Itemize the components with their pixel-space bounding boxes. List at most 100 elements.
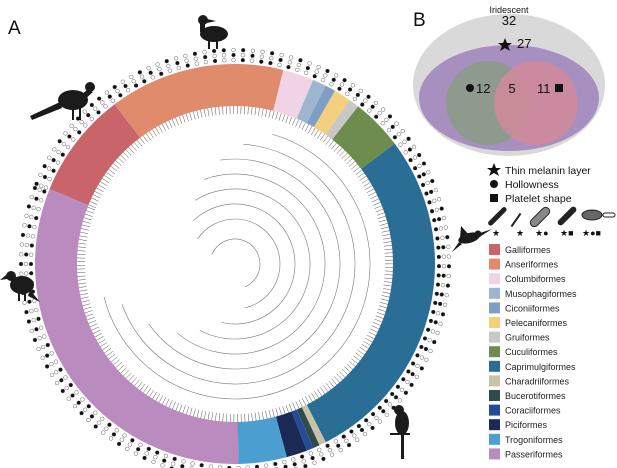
trait-marker: [108, 436, 114, 441]
trait-marker: [406, 136, 411, 141]
trait-marker: [86, 417, 91, 423]
shape-trait-star: ★: [516, 228, 524, 238]
venn-overlap-count: 5: [508, 81, 515, 96]
trait-marker: [26, 319, 31, 324]
venn-platelet-count: 11: [537, 81, 551, 96]
melanosome-cross-section-icon: [602, 212, 616, 218]
tree-branch: [195, 188, 311, 340]
trait-marker: [125, 446, 130, 452]
trait-marker: [208, 464, 213, 468]
trait-marker: [150, 75, 155, 80]
trait-marker: [231, 52, 236, 58]
trait-marker: [436, 245, 441, 250]
trait-marker: [410, 361, 416, 366]
legend-label-galliformes: Galliformes: [505, 245, 551, 255]
hummingbird-silhouette: [452, 226, 492, 252]
trait-marker: [41, 344, 46, 350]
trait-marker: [60, 388, 65, 394]
trait-marker: [146, 446, 151, 451]
trait-marker: [23, 261, 29, 267]
trait-marker: [436, 254, 441, 259]
trait-marker: [53, 359, 58, 364]
trait-marker: [68, 382, 73, 388]
legend-label-gruiformes: Gruiformes: [505, 333, 550, 343]
trait-marker: [157, 67, 162, 72]
trait-marker: [334, 73, 339, 78]
trait-marker: [18, 261, 24, 267]
trait-marker: [37, 187, 42, 192]
trait-marker: [279, 53, 284, 58]
trait-marker: [45, 364, 50, 369]
circle-icon: [490, 180, 498, 188]
trait-marker: [444, 293, 449, 298]
star-icon: [487, 163, 501, 176]
trait-marker: [29, 195, 34, 200]
trait-marker: [308, 451, 313, 456]
trait-marker: [381, 107, 386, 112]
trait-marker: [327, 448, 332, 453]
trait-marker: [249, 58, 255, 63]
trait-marker: [69, 123, 74, 128]
trait-marker: [100, 100, 105, 105]
trait-marker: [39, 198, 44, 203]
trait-marker: [231, 47, 236, 53]
trait-marker: [28, 261, 34, 267]
trait-marker: [333, 439, 338, 444]
trait-marker: [45, 353, 50, 358]
tree-branch: [148, 158, 341, 370]
trait-marker: [432, 198, 437, 203]
trait-marker: [436, 311, 441, 316]
trait-marker: [47, 155, 52, 160]
trait-marker: [146, 66, 151, 71]
trait-marker: [42, 189, 47, 194]
trait-marker: [426, 170, 431, 175]
trait-marker: [36, 346, 41, 352]
trait-marker: [387, 402, 392, 407]
trait-marker: [129, 74, 134, 79]
trait-marker: [367, 108, 372, 113]
trait-marker: [433, 300, 438, 306]
trait-marker: [126, 88, 131, 93]
order-band-columbiformes: [273, 69, 314, 119]
trait-marker: [155, 450, 160, 455]
trait-marker: [424, 357, 429, 362]
trait-marker: [331, 77, 336, 82]
trait-marker: [30, 234, 35, 239]
trait-marker: [173, 56, 179, 61]
tree-branch: [211, 238, 261, 288]
trait-marker: [446, 264, 452, 269]
trait-marker: [277, 62, 282, 68]
trait-marker: [51, 158, 56, 163]
trait-marker: [397, 398, 402, 403]
trait-marker: [24, 242, 29, 248]
legend-label-anseriformes: Anseriformes: [505, 260, 559, 270]
trait-marker: [240, 53, 246, 58]
trait-marker: [42, 174, 48, 180]
trait-marker: [432, 218, 437, 223]
trait-marker: [103, 104, 108, 109]
legend-label-ciconiiformes: Ciconiiformes: [505, 303, 560, 313]
trait-marker: [402, 139, 407, 144]
trait-marker: [441, 264, 447, 269]
trait-marker: [360, 102, 365, 107]
venn-iridescent-count: 32: [502, 13, 516, 28]
trait-marker: [61, 142, 66, 147]
trait-marker: [342, 78, 347, 83]
trait-marker: [203, 55, 208, 60]
trait-marker: [373, 100, 379, 106]
trait-marker: [445, 235, 450, 240]
trait-marker: [268, 60, 273, 66]
trait-marker: [163, 453, 168, 459]
trait-marker: [31, 205, 36, 210]
trait-marker: [58, 367, 63, 372]
trait-marker: [80, 397, 85, 402]
trait-marker: [428, 348, 433, 354]
trait-marker: [433, 227, 439, 232]
shape-trait-all: ★●■: [582, 228, 601, 238]
order-band-bucerotiformes: [296, 407, 320, 449]
trait-marker: [24, 213, 29, 218]
trait-marker: [133, 451, 138, 456]
trait-marker: [429, 209, 435, 214]
trait-marker: [269, 56, 274, 61]
trait-marker: [398, 142, 403, 147]
